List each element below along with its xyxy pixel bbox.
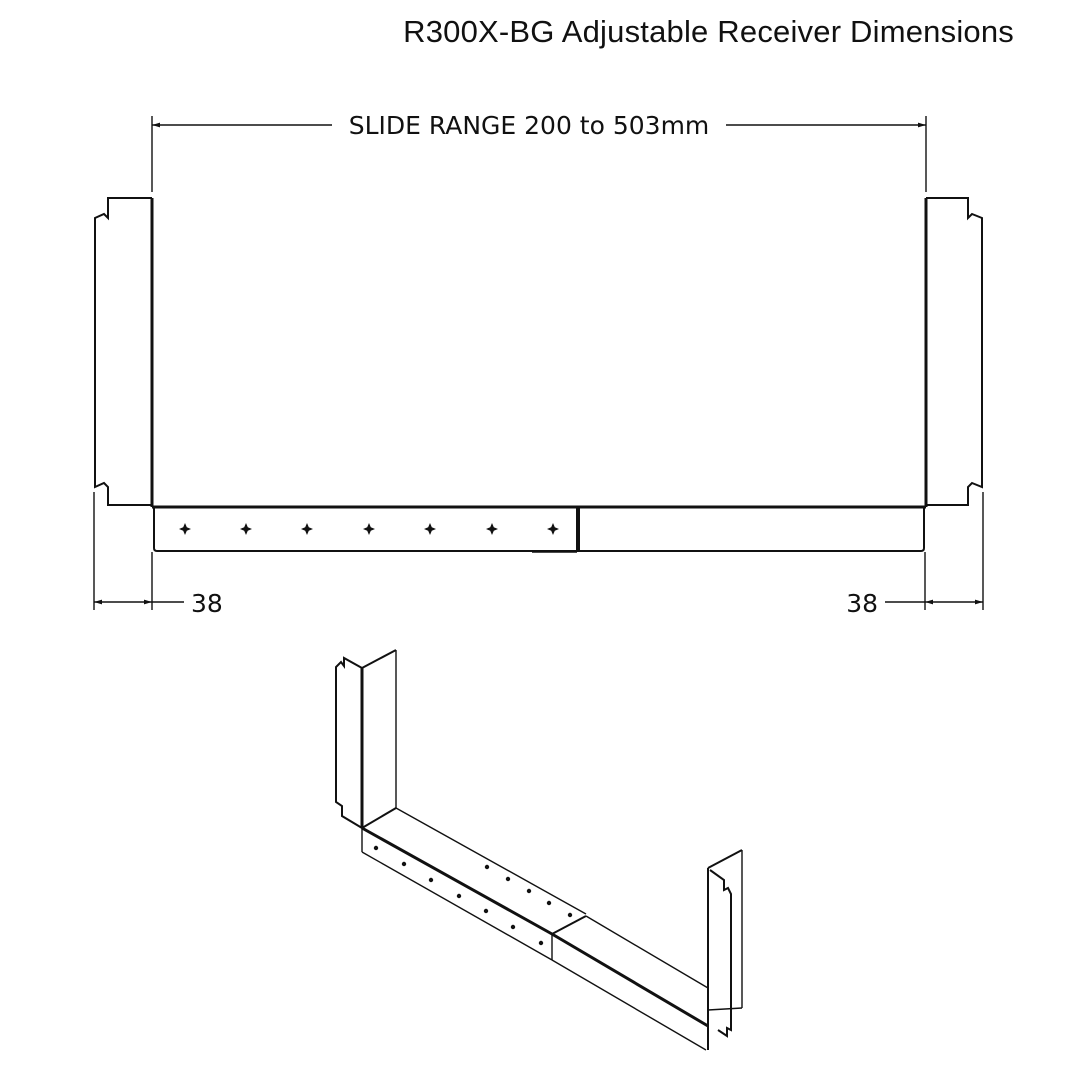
right-offset-label: 38	[846, 589, 878, 618]
hole-icon	[363, 523, 375, 535]
right-offset-dimension: 38	[846, 492, 984, 618]
right-bracket	[924, 197, 983, 507]
isometric-view	[335, 649, 743, 1051]
front-view: SLIDE RANGE 200 to 503mm	[93, 111, 984, 618]
iso-outer-channel	[361, 807, 587, 961]
left-offset-label: 38	[191, 589, 223, 618]
slide-range-dimension: SLIDE RANGE 200 to 503mm	[151, 111, 927, 192]
hole-icon	[301, 523, 313, 535]
iso-inner-channel	[551, 915, 709, 1051]
hole-icon	[179, 523, 191, 535]
mounting-holes	[179, 523, 559, 535]
iso-holes-side	[373, 845, 544, 946]
hole-icon	[486, 523, 498, 535]
iso-right-upright	[707, 849, 743, 1050]
hole-icon	[240, 523, 252, 535]
left-offset-dimension: 38	[93, 492, 223, 618]
bottom-channel	[152, 505, 926, 553]
iso-holes-top	[484, 864, 573, 918]
hole-icon	[547, 523, 559, 535]
page-title: R300X-BG Adjustable Receiver Dimensions	[403, 14, 1014, 49]
iso-left-upright	[335, 649, 397, 829]
hole-icon	[424, 523, 436, 535]
left-bracket	[94, 197, 154, 507]
slide-range-label: SLIDE RANGE 200 to 503mm	[349, 111, 710, 140]
